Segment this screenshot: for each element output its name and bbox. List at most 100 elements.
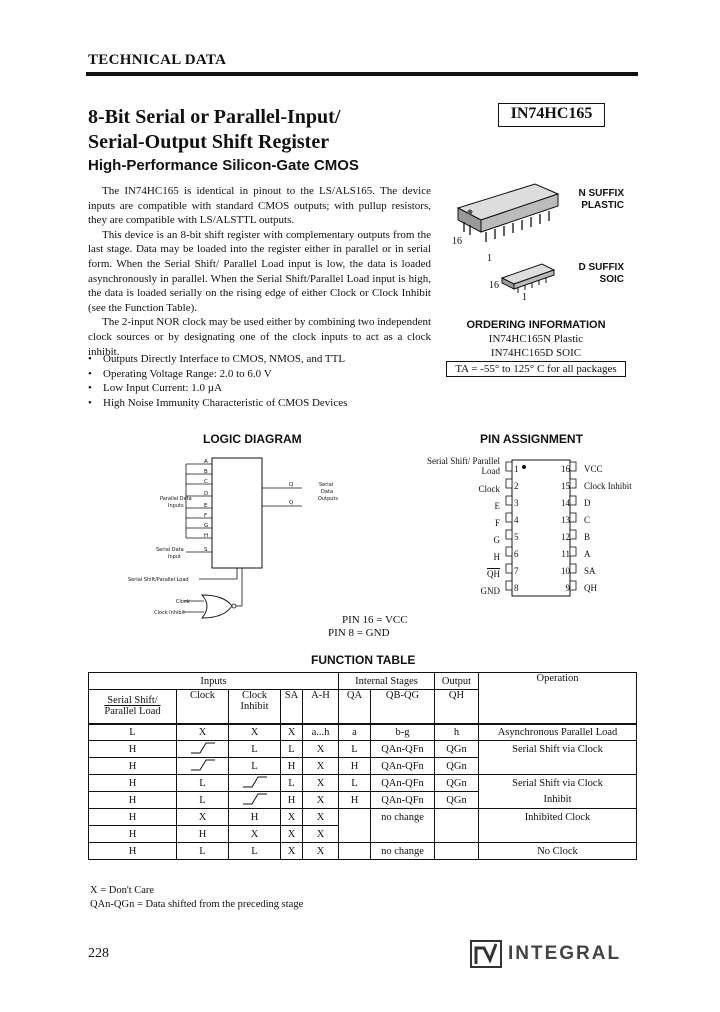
pin-right-numbers: 16 15 14 13 12 11 10 9 bbox=[561, 464, 570, 593]
ordering-line: IN74HC165D SOIC bbox=[490, 347, 582, 359]
rising-edge-icon bbox=[242, 793, 267, 804]
cell-sa: H bbox=[280, 757, 303, 775]
pin-name: G bbox=[493, 535, 501, 545]
th-inputs: Inputs bbox=[88, 672, 339, 690]
cell-ah: X bbox=[302, 791, 339, 809]
cell-op: Serial Shift via Clock bbox=[478, 774, 637, 792]
cell-ah: X bbox=[302, 825, 339, 843]
svg-text:Q: Q bbox=[289, 482, 294, 488]
pin-assignment-title: PIN ASSIGNMENT bbox=[480, 432, 583, 446]
footnote: X = Don't Care QAn-QGn = Data shifted fr… bbox=[90, 884, 303, 912]
pin-right-names: VCC Clock Inhibit D C B A SA QH bbox=[584, 462, 644, 595]
cell-qbqg: no change bbox=[370, 808, 435, 826]
pin-name: QH bbox=[584, 583, 597, 593]
svg-text:G: G bbox=[204, 523, 208, 529]
pin-name: Clock bbox=[478, 484, 501, 494]
title-line-1: 8-Bit Serial or Parallel-Input/ bbox=[88, 106, 341, 128]
cell-sa: L bbox=[280, 774, 303, 792]
svg-text:Outputs: Outputs bbox=[318, 496, 338, 502]
cell-qbqg: QAn-QFn bbox=[370, 757, 435, 775]
description: The IN74HC165 is identical in pinout to … bbox=[88, 184, 431, 359]
rising-edge-icon bbox=[242, 776, 267, 787]
cell-qh: QGn bbox=[434, 774, 479, 792]
pin-name: F bbox=[494, 518, 500, 528]
svg-text:Input: Input bbox=[168, 554, 181, 560]
cell-clk: X bbox=[176, 723, 229, 741]
cell-qh bbox=[434, 842, 479, 860]
th-ss: Serial Shift/Parallel Load bbox=[88, 689, 177, 724]
cell-inh: H bbox=[228, 808, 281, 826]
cell-clk: L bbox=[176, 791, 229, 809]
cell-op: Inhibited Clock bbox=[478, 808, 637, 826]
cell-sa: H bbox=[280, 791, 303, 809]
cell-qbqg bbox=[370, 825, 435, 843]
pin-name: H bbox=[493, 552, 501, 562]
cell-sa: X bbox=[280, 825, 303, 843]
cell-inh bbox=[228, 791, 281, 809]
ordering-info: ORDERING INFORMATION IN74HC165N Plastic … bbox=[446, 318, 626, 377]
cell-sa: X bbox=[280, 842, 303, 860]
ordering-temp: TA = -55° to 125° C for all packages bbox=[446, 361, 626, 377]
integral-logo-icon bbox=[470, 940, 502, 968]
svg-text:Serial: Serial bbox=[319, 482, 333, 488]
page-title: 8-Bit Serial or Parallel-Input/ Serial-O… bbox=[88, 105, 340, 155]
pin-name: Clock Inhibit bbox=[584, 481, 632, 491]
svg-text:Clock: Clock bbox=[176, 599, 190, 605]
pin-name: VCC bbox=[584, 464, 603, 474]
pin-name: SA bbox=[584, 566, 596, 576]
cell-qbqg: QAn-QFn bbox=[370, 791, 435, 809]
cell-qa: a bbox=[338, 723, 371, 741]
cell-qa: H bbox=[338, 791, 371, 809]
logo-text: INTEGRAL bbox=[508, 943, 622, 964]
pin-name: D bbox=[584, 498, 591, 508]
svg-text:A: A bbox=[204, 459, 208, 465]
svg-text:Inputs: Inputs bbox=[168, 503, 184, 509]
note-shifted: QAn-QGn = Data shifted from the precedin… bbox=[90, 899, 304, 910]
svg-text:Serial Shift/Parallel Load: Serial Shift/Parallel Load bbox=[128, 577, 189, 583]
cell-ah: X bbox=[302, 757, 339, 775]
cell-ah: X bbox=[302, 740, 339, 758]
th-qa: QA bbox=[338, 689, 371, 724]
svg-text:C: C bbox=[204, 479, 208, 485]
cell-clk bbox=[176, 757, 229, 775]
cell-qbqg: b-g bbox=[370, 723, 435, 741]
cell-ss: H bbox=[88, 757, 177, 775]
cell-qbqg: QAn-QFn bbox=[370, 740, 435, 758]
cell-ah: X bbox=[302, 774, 339, 792]
function-table: Inputs Internal Stages Output Operation … bbox=[88, 672, 637, 860]
svg-text:F: F bbox=[204, 513, 207, 519]
soic-pin16-label: 16 bbox=[489, 280, 499, 291]
svg-text:D: D bbox=[204, 491, 208, 497]
soic-package-icon bbox=[500, 263, 556, 293]
package-illustrations bbox=[456, 183, 560, 293]
cell-qa bbox=[338, 808, 371, 826]
pin-left-names: Serial Shift/ Parallel Load Clock E F G … bbox=[420, 456, 500, 598]
cell-qh: h bbox=[434, 723, 479, 741]
ordering-line: IN74HC165N Plastic bbox=[488, 333, 584, 345]
cell-sa: L bbox=[280, 740, 303, 758]
pin-name: E bbox=[494, 501, 501, 511]
parallel-inputs-label: Parallel Data bbox=[160, 496, 192, 502]
cell-ah: a...h bbox=[302, 723, 339, 741]
svg-text:E: E bbox=[204, 503, 208, 509]
pin-name: B bbox=[584, 532, 591, 542]
pin-package-outline bbox=[505, 459, 577, 597]
cell-clk: H bbox=[176, 825, 229, 843]
cell-qbqg: no change bbox=[370, 842, 435, 860]
cell-ss: H bbox=[88, 842, 177, 860]
cell-ss: H bbox=[88, 791, 177, 809]
header-label: TECHNICAL DATA bbox=[88, 52, 227, 68]
ordering-heading: ORDERING INFORMATION bbox=[466, 319, 606, 331]
description-para-1: The IN74HC165 is identical in pinout to … bbox=[88, 185, 431, 227]
cell-clk: L bbox=[176, 842, 229, 860]
pin-left-numbers: 1 2 3 4 5 6 7 8 bbox=[514, 464, 519, 593]
feature-list: Outputs Directly Interface to CMOS, NMOS… bbox=[88, 352, 431, 410]
cell-qh bbox=[434, 825, 479, 843]
cell-qh: QGn bbox=[434, 757, 479, 775]
